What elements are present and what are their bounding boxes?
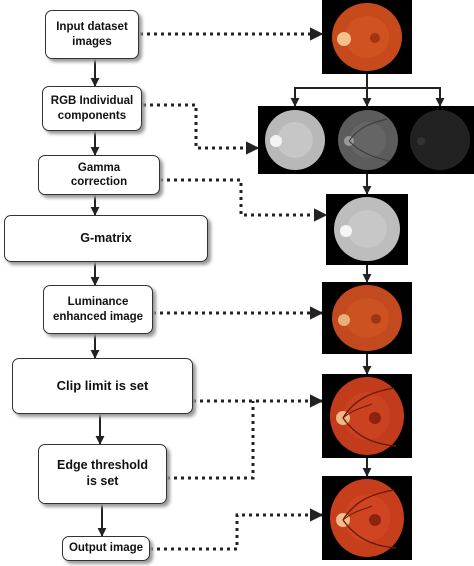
step-clip-limit-label: Clip limit is set bbox=[56, 377, 149, 393]
step-output-image-label: Output image bbox=[68, 542, 144, 555]
step-input-dataset-label: Input dataset images bbox=[56, 21, 128, 48]
arrow-split-to-red bbox=[290, 74, 368, 107]
step-clip-limit: Clip limit is set bbox=[12, 358, 193, 414]
fundus-image-red-channel bbox=[265, 110, 325, 170]
dotted-rgb-to-channels bbox=[143, 103, 260, 155]
dotted-edge-to-clahe bbox=[167, 401, 255, 480]
step-rgb-components: RGB Individual components bbox=[42, 86, 142, 131]
fundus-image-luminance-enhanced bbox=[322, 282, 412, 354]
step-gamma-correction-label: Gamma correction bbox=[70, 161, 128, 188]
step-output-image: Output image bbox=[62, 536, 150, 561]
step-rgb-components-label: RGB Individual components bbox=[50, 95, 134, 122]
fundus-image-blue-channel bbox=[410, 110, 470, 170]
fundus-image-output bbox=[322, 476, 412, 560]
step-input-dataset: Input dataset images bbox=[45, 10, 139, 59]
step-luminance-enhanced: Luminance enhanced image bbox=[43, 285, 153, 334]
step-edge-threshold-label: Edge threshold is set bbox=[57, 458, 148, 488]
step-edge-threshold: Edge threshold is set bbox=[38, 444, 167, 504]
step-gamma-correction: Gamma correction bbox=[38, 155, 160, 195]
fundus-image-green-channel bbox=[338, 110, 398, 170]
fundus-image-clahe-enhanced bbox=[322, 374, 412, 458]
step-g-matrix: G-matrix bbox=[4, 215, 208, 262]
fundus-image-original bbox=[322, 0, 412, 74]
step-luminance-enhanced-label: Luminance enhanced image bbox=[52, 296, 144, 323]
dotted-output-to-image bbox=[150, 508, 324, 551]
step-g-matrix-label: G-matrix bbox=[80, 230, 132, 245]
dotted-gamma-to-image bbox=[160, 178, 328, 222]
arrow-split-to-blue bbox=[367, 87, 445, 107]
fundus-image-gamma-corrected bbox=[326, 194, 408, 265]
